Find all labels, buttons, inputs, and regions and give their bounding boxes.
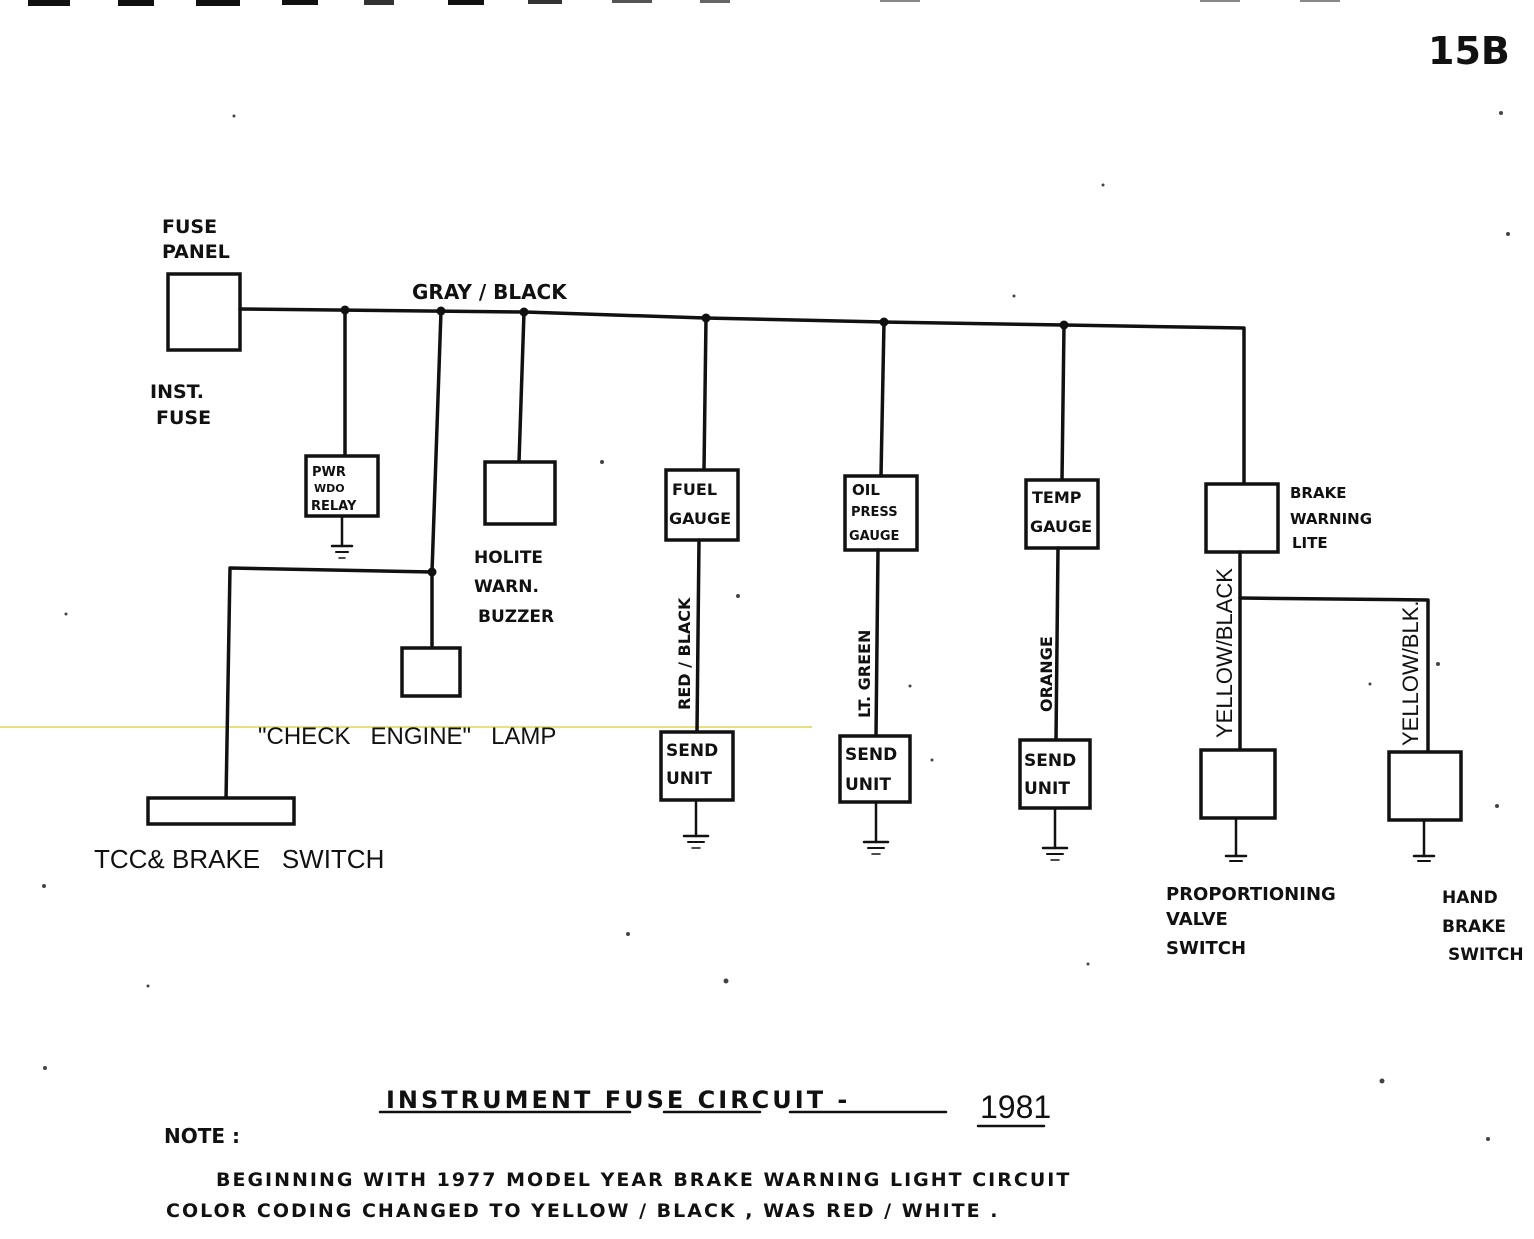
hand-brake-label-1: HAND	[1442, 888, 1498, 908]
holite-label-2: WARN.	[474, 577, 539, 597]
note-label: NOTE :	[164, 1124, 240, 1148]
ground-symbol	[862, 800, 890, 855]
ground-symbol	[682, 798, 710, 849]
tcc-brake-switch-label: TCC& BRAKE SWITCH	[94, 844, 384, 874]
oil-wire-label: LT. GREEN	[855, 630, 874, 718]
inst-fuse-label-1: INST.	[150, 381, 204, 403]
oil-send-unit-box	[838, 734, 912, 804]
ground-symbol	[1412, 818, 1436, 862]
brake-lite-label-1: BRAKE	[1290, 484, 1346, 502]
holite-buzzer-box	[483, 460, 557, 526]
ground-symbol	[1224, 816, 1248, 862]
pwr-relay-box	[304, 454, 380, 518]
oil-gauge-label-2: PRESS	[851, 505, 898, 520]
fuse-panel-label-2: PANEL	[162, 241, 230, 263]
hand-brake-wire-label: YELLOW/BLK.	[1398, 600, 1423, 746]
ground-symbol	[330, 514, 354, 559]
fuse-panel-box	[166, 272, 242, 352]
scan-specks	[42, 111, 1510, 1141]
hand-brake-label-2: BRAKE	[1442, 917, 1506, 937]
fuel-gauge-label-1: FUEL	[672, 480, 717, 499]
temp-wire-label: ORANGE	[1037, 636, 1056, 712]
check-engine-lamp-box	[400, 646, 462, 698]
temp-send-unit-label-1: SEND	[1024, 751, 1076, 771]
prop-valve-wire-label: YELLOW/BLACK	[1212, 568, 1237, 738]
check-engine-label: "CHECK ENGINE" LAMP	[258, 723, 556, 750]
holite-label-3: BUZZER	[478, 607, 554, 627]
hand-brake-label-3: SWITCH	[1448, 945, 1524, 965]
oil-gauge-label-3: GAUGE	[849, 529, 899, 544]
main-wire-label: GRAY / BLACK	[412, 280, 568, 304]
diagram-title-year: 1981	[980, 1089, 1051, 1125]
tcc-brake-switch-box	[146, 796, 296, 826]
fuel-send-unit-label-2: UNIT	[666, 769, 712, 789]
prop-valve-label-1: PROPORTIONING	[1166, 884, 1336, 905]
main-bus-wire	[238, 307, 1246, 486]
note-line-1: BEGINNING WITH 1977 MODEL YEAR BRAKE WAR…	[216, 1169, 1071, 1191]
oil-gauge-label-1: OIL	[852, 481, 880, 499]
oil-gauge-box	[843, 474, 919, 552]
temp-gauge-box	[1024, 478, 1100, 550]
brake-lite-label-2: WARNING	[1290, 510, 1372, 528]
fuel-gauge-box	[664, 468, 740, 542]
brake-lite-label-3: LITE	[1292, 534, 1328, 552]
scan-edge-marks	[28, 0, 1340, 6]
prop-valve-switch-box	[1199, 748, 1277, 820]
prop-valve-label-2: VALVE	[1166, 909, 1228, 930]
ground-symbol	[1041, 806, 1069, 861]
holite-label-1: HOLITE	[474, 548, 543, 568]
oil-send-unit-label-1: SEND	[845, 745, 897, 765]
hand-brake-switch-box	[1387, 750, 1463, 822]
fuse-panel-label-1: FUSE	[162, 216, 217, 238]
temp-send-unit-box	[1018, 738, 1092, 810]
inst-fuse-label-2: FUSE	[156, 407, 211, 429]
fuel-gauge-label-2: GAUGE	[669, 509, 731, 528]
fuel-send-unit-label-1: SEND	[666, 741, 718, 761]
pwr-relay-label-1: PWR	[312, 465, 346, 480]
prop-valve-label-3: SWITCH	[1166, 938, 1246, 959]
brake-warning-lite-box	[1204, 482, 1280, 554]
temp-send-unit-label-2: UNIT	[1024, 779, 1070, 799]
fuel-wire-label: RED / BLACK	[675, 597, 694, 710]
temp-gauge-label-1: TEMP	[1032, 488, 1082, 507]
pwr-relay-label-3: RELAY	[311, 499, 357, 514]
pwr-relay-label-2: WDO	[314, 482, 345, 495]
oil-send-unit-label-2: UNIT	[845, 775, 891, 795]
page-number: 15B	[1428, 29, 1510, 73]
note-line-2: COLOR CODING CHANGED TO YELLOW / BLACK ,…	[166, 1200, 999, 1222]
temp-gauge-label-2: GAUGE	[1030, 517, 1092, 536]
diagram-title: INSTRUMENT FUSE CIRCUIT -	[386, 1086, 850, 1114]
